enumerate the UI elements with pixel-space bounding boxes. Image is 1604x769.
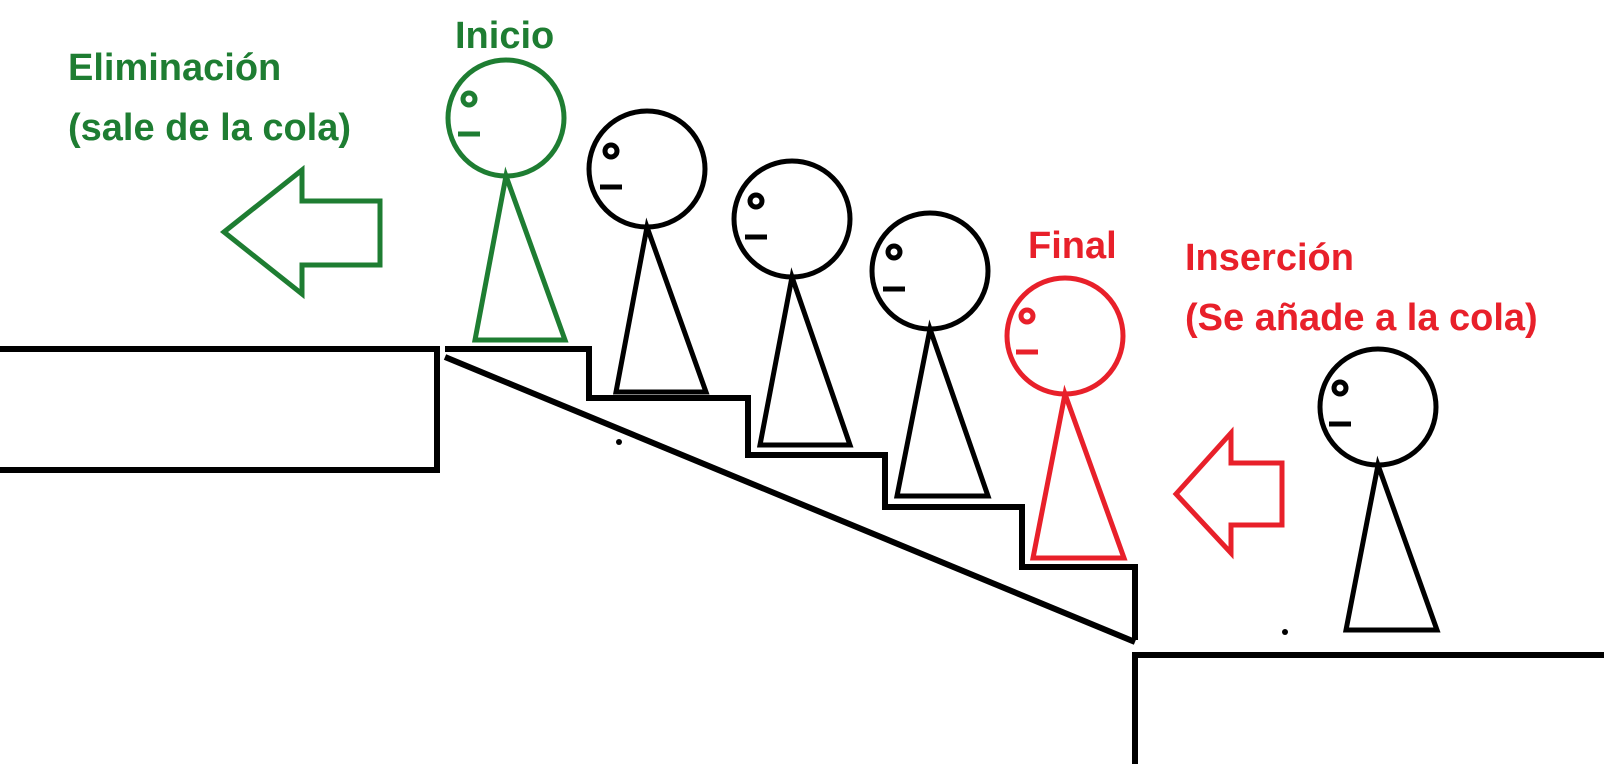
- person-head: [1317, 346, 1439, 468]
- person-queued: [731, 158, 854, 448]
- person-body: [1342, 455, 1441, 633]
- dot-mark: [616, 439, 622, 445]
- person-head: [731, 158, 853, 280]
- person-queued: [869, 210, 992, 499]
- person-body: [471, 166, 569, 343]
- person-queued: [586, 108, 710, 395]
- person-head: [1004, 275, 1126, 397]
- person-eye: [1331, 379, 1349, 397]
- person-head: [445, 57, 567, 179]
- person-rear: [1004, 275, 1128, 561]
- person-body: [756, 267, 854, 448]
- insertion-note: (Se añade a la cola): [1185, 297, 1538, 339]
- person-eye: [885, 243, 903, 261]
- person-eye: [1018, 307, 1036, 325]
- stair-diagonal: [443, 354, 1137, 645]
- left-platform: [0, 346, 440, 473]
- person-body: [893, 319, 992, 499]
- arrow-left-icon: [1172, 426, 1285, 560]
- staircase-steps: [445, 346, 1138, 640]
- person-front: [445, 57, 569, 343]
- insertion-title: Inserción: [1185, 237, 1354, 279]
- person-eye: [460, 90, 478, 108]
- person-head: [869, 210, 991, 332]
- person-body: [1029, 384, 1128, 561]
- person-eye: [747, 192, 765, 210]
- arrow-left-icon: [219, 164, 383, 300]
- right-floor: [1132, 652, 1604, 764]
- end-label: Final: [1028, 225, 1117, 267]
- elimination-note: (sale de la cola): [68, 107, 351, 149]
- person-eye: [602, 142, 620, 160]
- person-head: [586, 108, 708, 230]
- start-label: Inicio: [455, 15, 554, 57]
- elimination-title: Eliminación: [68, 47, 281, 89]
- person-arriving: [1317, 346, 1441, 633]
- dot-mark: [1282, 629, 1288, 635]
- person-body: [612, 217, 710, 395]
